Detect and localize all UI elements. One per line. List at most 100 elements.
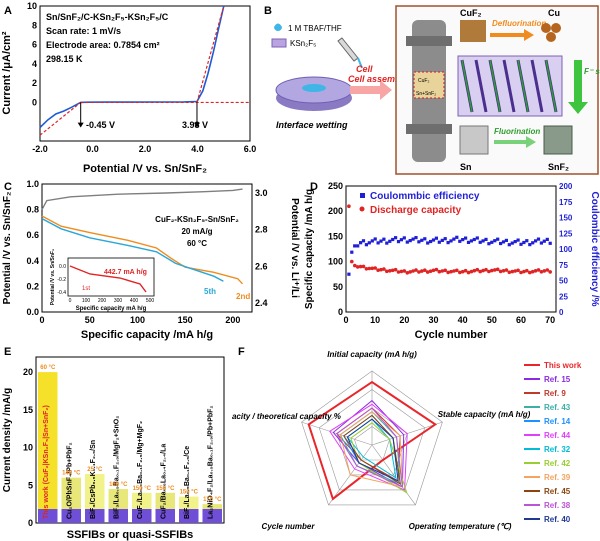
cu-atom-icon — [541, 23, 551, 33]
panel-e-ytick: 10 — [23, 443, 33, 453]
panel-d-xtick: 10 — [370, 315, 380, 325]
panel-a-annot-0: -0.45 V — [86, 120, 115, 130]
panel-c-inset-xtick: 200 — [98, 298, 107, 304]
panel-f-axis-4: Initial capacity / theoretical capacity … — [232, 412, 341, 421]
panel-b-label-1: Cell assembly — [348, 74, 409, 84]
panel-d-dc-point — [393, 267, 398, 272]
panel-f: F Initial capacity (mA h/g) Stable capac… — [232, 346, 582, 531]
panel-f-legend-label: Ref. 42 — [544, 459, 571, 468]
cell-cap-top-icon — [406, 36, 452, 46]
panel-d-dc-point — [536, 268, 541, 272]
panel-c-inset-ylabel: Potential /V vs. Sn/SnF₂ — [50, 249, 56, 305]
panel-a-info: Sn/SnF₂/C-KSn₂F₅-KSn₂F₅/C Scan rate: 1 m… — [46, 12, 169, 64]
panel-d-ytick-left: 100 — [328, 257, 343, 267]
panel-d-legend-1: Discharge capacity — [370, 205, 462, 216]
panel-d-ytick-left: 200 — [328, 206, 343, 216]
panel-d-ce-point — [429, 239, 433, 244]
panel-d-ytick-right: 100 — [559, 245, 573, 254]
panel-c-ytick-left: 0.4 — [26, 256, 39, 266]
panel-c-curve — [41, 215, 244, 285]
panel-f-series-polygon — [339, 411, 403, 488]
panel-c-inset-xtick: 500 — [146, 298, 155, 304]
panel-d-dc-point — [350, 259, 354, 264]
panel-d-ytick-right: 200 — [559, 182, 573, 191]
panel-c-inset-xtick: 100 — [82, 298, 91, 304]
panel-d-ce-point — [525, 239, 529, 243]
panel-d-dc-point — [423, 268, 427, 272]
panel-a-ytick: 0 — [32, 97, 37, 107]
panel-a-xtick: -2.0 — [32, 144, 48, 154]
panel-c-xtick: 100 — [130, 315, 145, 325]
panel-d-dc-point — [417, 270, 421, 274]
panel-d-dc-point — [446, 270, 450, 275]
panel-d-dc-point — [373, 266, 377, 270]
panel-d-dc-point — [475, 267, 480, 272]
panel-d-ytick-right: 75 — [559, 261, 568, 270]
panel-c-inset-ytick: 0.0 — [59, 264, 66, 270]
panel-e-temperature-label: 150 °C — [133, 486, 152, 492]
cell-cap-bottom-icon — [406, 124, 452, 134]
panel-c-inset-xlabel: Specific capacity mA h/g — [76, 306, 147, 312]
panel-d-dc-point — [382, 267, 386, 271]
panel-d-ce-point — [376, 241, 380, 245]
panel-f-letter: F — [238, 346, 245, 358]
panel-d-ce-point — [411, 237, 415, 241]
panel-b-label-5: SnF₂ — [548, 162, 569, 172]
panel-d-dc-point — [498, 269, 503, 274]
panel-d-dc-point — [455, 268, 459, 273]
panel-d-dc-point — [440, 269, 445, 273]
panel-e-temperature-label: 150 °C — [180, 490, 199, 496]
cuf2-crystal-icon — [460, 20, 486, 42]
pipette-icon — [337, 37, 359, 62]
drop-line-icon — [357, 57, 363, 69]
panel-c-cycle-5: 5th — [204, 287, 216, 296]
panel-d-ce-point — [364, 243, 368, 247]
panel-d-ytick-left: 250 — [328, 181, 343, 191]
panel-d-ce-point — [534, 239, 538, 243]
panel-b-letter: B — [264, 5, 272, 17]
panel-e-temperature-label: 170 °C — [203, 497, 222, 503]
cu-atom-icon — [551, 23, 561, 33]
panel-f-plot — [301, 370, 443, 506]
panel-d-ce-point — [493, 239, 497, 243]
panel-d-ce-point — [399, 238, 403, 242]
panel-c-inset-yticks: -0.4-0.20.0 — [57, 264, 66, 296]
panel-d-ce-point — [356, 244, 360, 248]
panel-e-bar-base — [179, 509, 199, 523]
panel-e-category-label: This work (CuF₂|KSn₂F₅|Sn+SnF₂) — [43, 405, 50, 519]
panel-c-ytick-left: 0.0 — [26, 307, 39, 317]
panel-d-legend-dc-icon — [359, 206, 365, 212]
panel-c-yticks-left: 0.00.20.40.60.81.0 — [26, 179, 39, 317]
panel-c-ytick-right: 2.8 — [255, 225, 268, 235]
panel-a-ytick: 6 — [32, 40, 37, 50]
panel-a-ytick: 4 — [32, 59, 37, 69]
panel-d-ce-point — [367, 241, 371, 245]
panel-f-axis-1: Stable capacity (mA h/g) — [438, 410, 531, 419]
panel-c-ytick-left: 0.2 — [26, 281, 39, 291]
snf2-crystal-icon — [543, 125, 573, 155]
panel-f-legend-label: Ref. 44 — [544, 431, 571, 440]
panel-d-ce-point — [513, 240, 517, 244]
panel-c-xtick: 150 — [178, 315, 193, 325]
panel-c-ytick-left: 0.8 — [26, 205, 39, 215]
panel-d-ce-point — [426, 241, 430, 245]
panel-d-xtick: 40 — [458, 315, 468, 325]
panel-a-xtick: 6.0 — [244, 144, 257, 154]
panel-d-ce-point — [437, 240, 441, 244]
panel-d-ce-point — [510, 241, 514, 245]
panel-e-bar-base — [132, 509, 152, 523]
panel-e-ytick: 15 — [23, 405, 33, 415]
panel-e-bar-base — [155, 509, 175, 523]
panel-a-annot-1: 3.98 V — [182, 120, 208, 130]
panel-d-dc-point — [469, 269, 474, 274]
panel-a-xtick: 2.0 — [139, 144, 152, 154]
panel-c-info-0: CuF₂-KSn₂F₅-Sn/SnF₂ — [155, 215, 239, 224]
panel-d-xtick: 0 — [343, 315, 348, 325]
panel-d-dc-point — [548, 270, 552, 274]
panel-d-ce-point — [478, 240, 482, 244]
panel-d-dc-point — [443, 268, 447, 273]
